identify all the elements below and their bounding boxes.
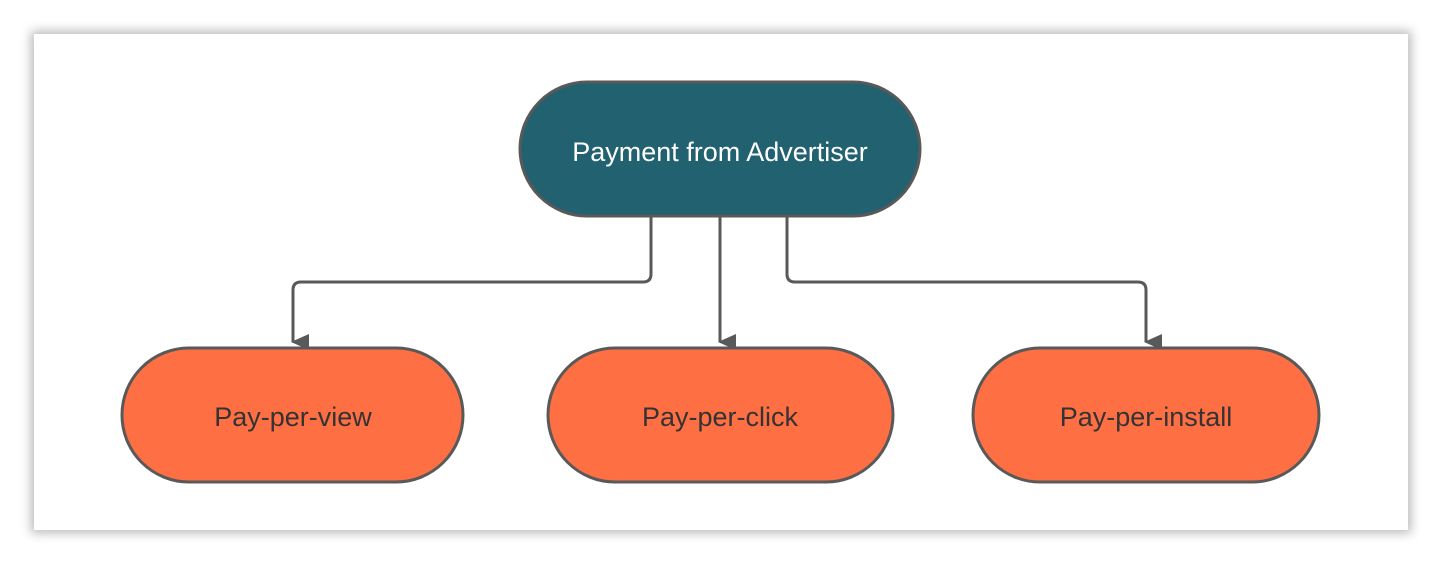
root-node-shape <box>518 80 922 218</box>
node-pay-per-view: Pay-per-view <box>120 346 465 484</box>
connector-to-pay-per-view <box>291 216 653 350</box>
connector-to-pay-per-install <box>785 216 1162 350</box>
node-pay-per-click-label: Pay-per-click <box>642 402 799 432</box>
node-pay-per-click-shape <box>546 346 895 484</box>
root-node-label: Payment from Advertiser <box>572 137 868 167</box>
node-pay-per-install-label: Pay-per-install <box>1060 402 1233 432</box>
node-pay-per-click: Pay-per-click <box>546 346 895 484</box>
node-pay-per-view-shape <box>120 346 465 484</box>
node-pay-per-install-shape <box>971 346 1321 484</box>
root-node-payment-from-advertiser: Payment from Advertiser <box>518 80 922 218</box>
node-pay-per-view-label: Pay-per-view <box>214 402 372 432</box>
node-pay-per-install: Pay-per-install <box>971 346 1321 484</box>
